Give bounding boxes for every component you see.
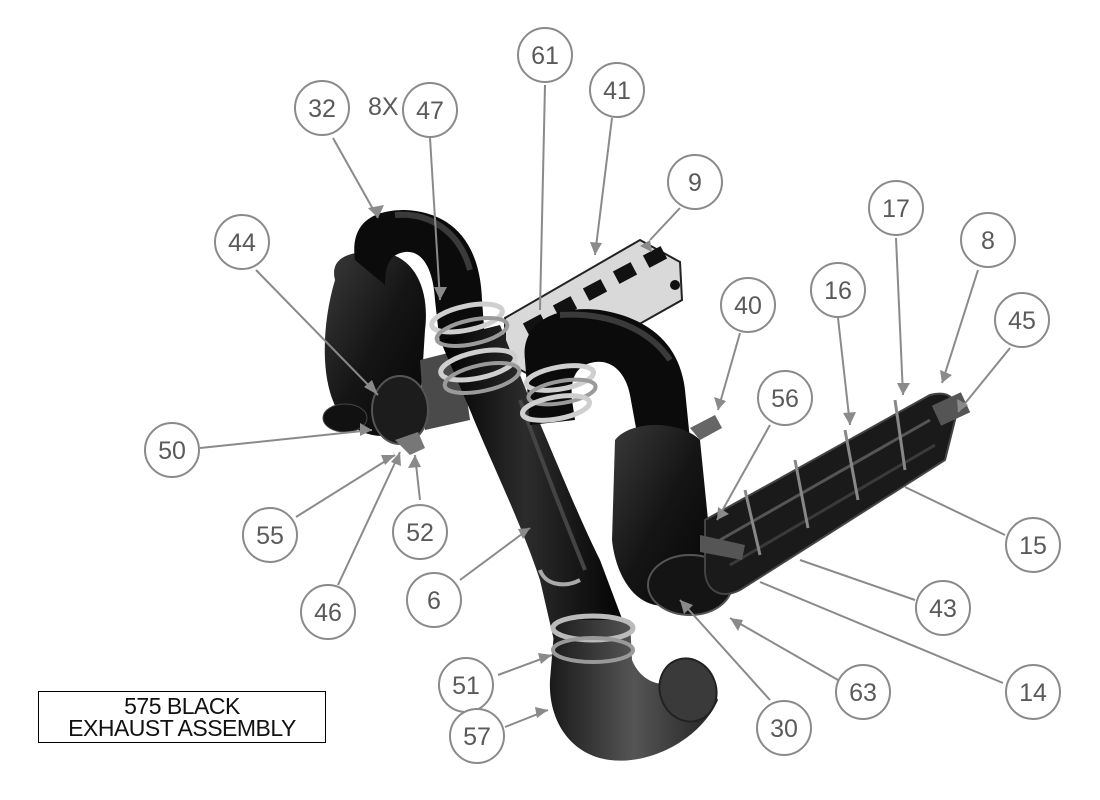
callout-6: 6 — [406, 572, 462, 628]
callout-40: 40 — [720, 277, 776, 333]
callout-45: 45 — [994, 292, 1050, 348]
callout-number: 32 — [308, 95, 336, 123]
central-downpipe — [440, 325, 630, 645]
mount-bracket — [538, 569, 581, 587]
callout-number: 45 — [1008, 307, 1036, 335]
quantity-note: 8X — [368, 93, 399, 121]
callout-57: 57 — [449, 708, 505, 764]
callout-41: 41 — [589, 62, 645, 118]
callout-circle — [406, 572, 462, 628]
callout-circle — [449, 708, 505, 764]
callout-number: 50 — [158, 437, 186, 465]
callout-46: 46 — [300, 584, 356, 640]
callout-number: 8 — [981, 227, 995, 255]
callout-circle — [1005, 517, 1061, 573]
callout-circle — [667, 154, 723, 210]
callout-55: 55 — [242, 507, 298, 563]
title-line-2: EXHAUST ASSEMBLY — [68, 715, 296, 741]
callout-52: 52 — [392, 504, 448, 560]
callout-number: 52 — [406, 519, 434, 547]
callout-number: 40 — [734, 292, 762, 320]
callout-circle — [868, 180, 924, 236]
callout-circle — [214, 214, 270, 270]
callout-32: 32 — [294, 80, 350, 136]
callout-44: 44 — [214, 214, 270, 270]
callout-circle — [1005, 664, 1061, 720]
callout-circle — [144, 422, 200, 478]
callout-circle — [720, 277, 776, 333]
callout-number: 63 — [849, 679, 877, 707]
callout-circle — [994, 292, 1050, 348]
callout-circle — [835, 664, 891, 720]
callout-number: 6 — [427, 587, 441, 615]
title-line-1: 575 BLACK — [124, 693, 240, 719]
callout-number: 44 — [228, 229, 256, 257]
callout-43: 43 — [915, 580, 971, 636]
callout-30: 30 — [756, 700, 812, 756]
left-pipe-clamps — [429, 301, 522, 395]
callout-circle — [960, 212, 1016, 268]
leader-lines — [199, 84, 1011, 728]
callout-circle — [589, 62, 645, 118]
callout-50: 50 — [144, 422, 200, 478]
callout-number: 16 — [824, 277, 852, 305]
callout-circle — [242, 507, 298, 563]
title-block: 575 BLACK EXHAUST ASSEMBLY — [38, 691, 326, 743]
callout-number: 51 — [452, 672, 480, 700]
callout-63: 63 — [835, 664, 891, 720]
callout-16: 16 — [810, 262, 866, 318]
callout-17: 17 — [868, 180, 924, 236]
callout-number: 15 — [1019, 532, 1047, 560]
callout-circle — [810, 262, 866, 318]
callout-circle — [402, 82, 458, 138]
callout-circle — [300, 584, 356, 640]
callout-number: 57 — [463, 723, 491, 751]
callout-circle — [294, 80, 350, 136]
outlet-pipe — [549, 613, 718, 761]
callout-61: 61 — [517, 27, 573, 83]
callout-circle — [915, 580, 971, 636]
callout-8: 8 — [960, 212, 1016, 268]
callout-number: 55 — [256, 522, 284, 550]
callout-51: 51 — [438, 657, 494, 713]
right-u-bend-pipe — [519, 309, 690, 450]
callout-number: 46 — [314, 599, 342, 627]
callout-14: 14 — [1005, 664, 1061, 720]
callout-number: 9 — [688, 169, 702, 197]
callout-circle — [756, 700, 812, 756]
callout-circle — [757, 370, 813, 426]
callout-number: 30 — [770, 715, 798, 743]
callout-number: 17 — [882, 195, 910, 223]
callout-15: 15 — [1005, 517, 1061, 573]
heat-shield — [700, 392, 971, 595]
callout-number: 41 — [603, 77, 631, 105]
callout-balloons: 32 47 61 41 9 44 40 17 8 16 45 50 56 55 52 15 6 46 43 51 14 6… — [144, 27, 1061, 764]
leader-arrowheads — [360, 205, 968, 718]
callout-number: 43 — [929, 595, 957, 623]
callout-number: 47 — [416, 97, 444, 125]
callout-circle — [517, 27, 573, 83]
callout-number: 56 — [771, 385, 799, 413]
callout-number: 14 — [1019, 679, 1047, 707]
callout-9: 9 — [667, 154, 723, 210]
callout-circle — [392, 504, 448, 560]
callout-number: 61 — [531, 42, 559, 70]
callout-47: 47 — [402, 82, 458, 138]
callout-56: 56 — [757, 370, 813, 426]
